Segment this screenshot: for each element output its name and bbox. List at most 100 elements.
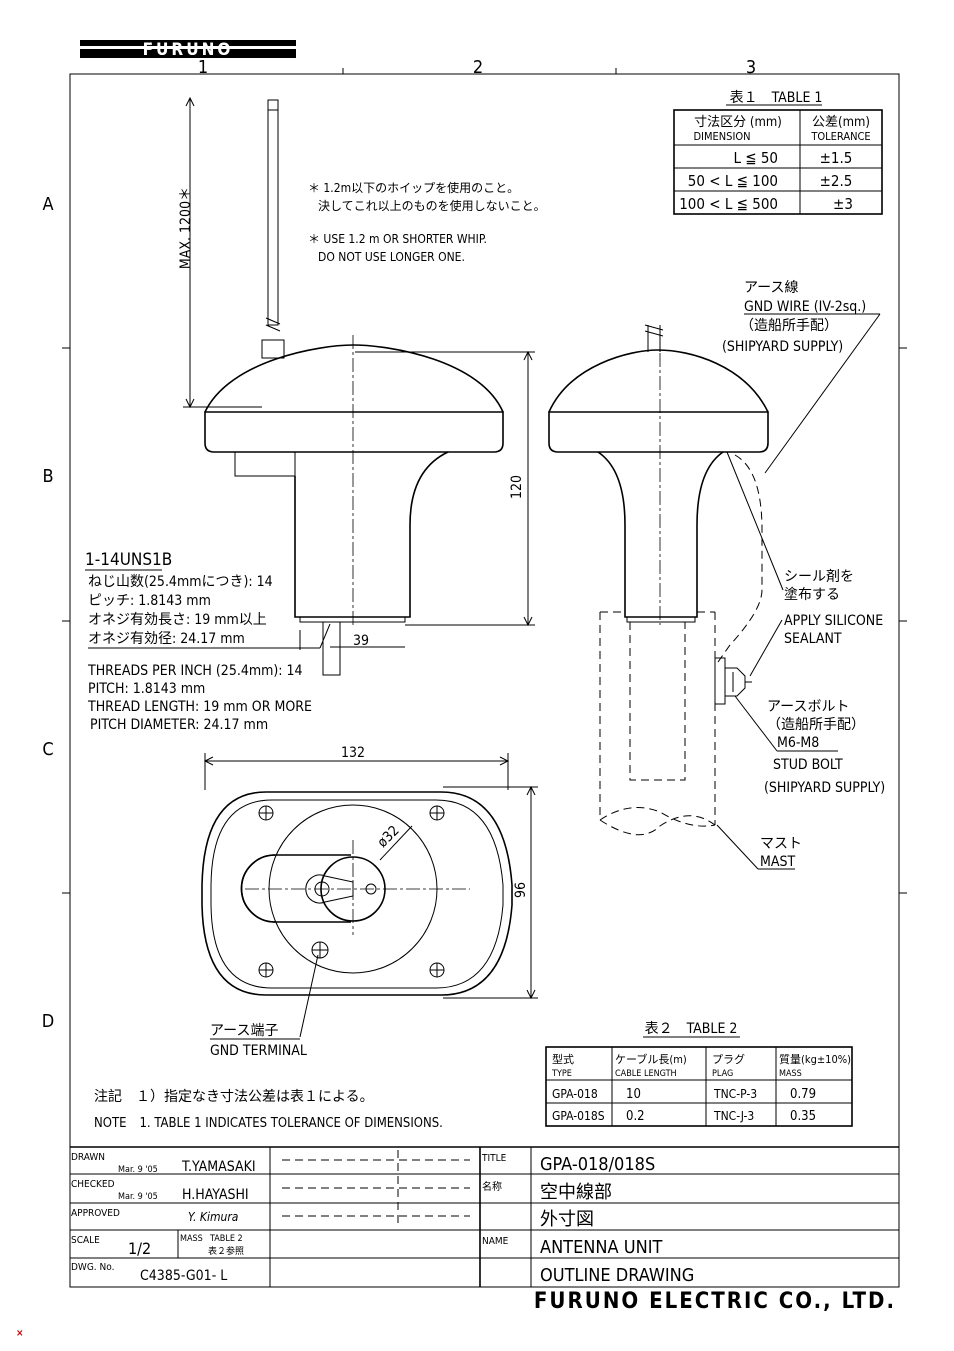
approved-label: APPROVED: [71, 1208, 120, 1219]
table-1-header-tolerance: TOLERANCE: [810, 130, 870, 143]
diameter-dim: ø32: [375, 823, 403, 851]
table-1-header-tolerance-jp: 公差(mm): [812, 115, 870, 130]
sealant-en-2: SEALANT: [784, 631, 842, 647]
mass-label: MASS: [180, 1234, 203, 1244]
drawn-by: T.YAMASAKI: [181, 1159, 256, 1175]
note-en: NOTE 1. TABLE 1 INDICATES TOLERANCE OF D…: [94, 1116, 443, 1131]
thread-jp-line: ねじ山数(25.4mmにつき): 14: [88, 574, 273, 590]
side-view-antenna: MAX. 1200＊ 120 39: [178, 96, 535, 676]
callouts: アース線 GND WIRE (IV-2sq.) （造船所手配） (SHIPYAR…: [716, 280, 885, 870]
gnd-terminal-jp: アース端子: [210, 1023, 278, 1039]
top-view-antenna: ø32 132 96 アース端子 GND TERMINAL: [201, 745, 538, 1059]
ground-bolt-supply-jp: （造船所手配）: [767, 717, 865, 733]
checked-label: CHECKED: [71, 1179, 115, 1190]
dwg-number: C4385-G01- L: [140, 1268, 227, 1284]
furuno-logo: FURUNO: [80, 40, 296, 60]
checked-date: Mar. 9 '05: [118, 1192, 158, 1202]
table-2-header-plug-jp: プラグ: [712, 1052, 745, 1066]
row-label-a: A: [42, 194, 53, 215]
mass-value: TABLE 2: [209, 1234, 243, 1244]
thread-en-line: PITCH: 1.8143 mm: [88, 681, 205, 697]
table-2-cell: 10: [626, 1087, 641, 1102]
table-2-cell: GPA-018: [552, 1087, 598, 1101]
mounted-view-antenna: [548, 324, 769, 836]
thread-en-line: THREADS PER INCH (25.4mm): 14: [87, 663, 303, 679]
max-height-dim: MAX. 1200＊: [178, 187, 194, 269]
sealant-jp-1: シール剤を: [784, 569, 854, 585]
title-value: GPA-018/018S: [540, 1154, 655, 1175]
row-label-b: B: [42, 466, 53, 487]
whip-note-en-line2: DO NOT USE LONGER ONE.: [318, 250, 465, 264]
table-2-header-cable-jp: ケーブル長(m): [615, 1052, 687, 1066]
logo-text: FURUNO: [143, 40, 234, 60]
table-1: 表１ TABLE 1 寸法区分 (mm) DIMENSION 公差(mm) TO…: [673, 90, 883, 215]
thread-spec-code: 1-14UNS1B: [85, 550, 172, 570]
drawing-frame: [69, 73, 900, 1288]
scale-label: SCALE: [71, 1235, 100, 1246]
sealant-en-1: APPLY SILICONE: [784, 613, 883, 629]
thread-jp-line: ピッチ: 1.8143 mm: [88, 593, 211, 609]
table-1-cell: ±3: [833, 195, 853, 213]
column-label-1: 1: [198, 57, 208, 78]
table-1-header-dimension: DIMENSION: [693, 130, 750, 143]
scale-value: 1/2: [128, 1239, 151, 1258]
gnd-wire-jp: アース線: [744, 280, 798, 296]
thread-jp-line: オネジ有効径: 24.17 mm: [88, 631, 245, 647]
mass-value-jp: 表２参照: [208, 1245, 244, 1257]
table-2-cell: 0.2: [626, 1109, 645, 1124]
width-dim: 132: [341, 745, 365, 761]
ground-bolt-supply: (SHIPYARD SUPPLY): [764, 780, 885, 796]
whip-note-jp-line1: ＊ 1.2m以下のホイップを使用のこと。: [308, 180, 519, 195]
drawn-date: Mar. 9 '05: [118, 1165, 158, 1175]
table-2-cell: TNC-P-3: [713, 1087, 757, 1101]
ground-bolt-size: M6-M8: [777, 735, 819, 751]
table-2-cell: 0.35: [790, 1109, 816, 1124]
table-2-cell: 0.79: [790, 1087, 816, 1102]
table-1-title: 表１ TABLE 1: [730, 90, 823, 106]
table-2: 表２ TABLE 2 型式 TYPE ケーブル長(m) CABLE LENGTH…: [545, 1021, 853, 1127]
table-1-cell: ±2.5: [820, 172, 853, 190]
table-2-header-plug: PLAG: [712, 1069, 733, 1079]
mast-label: MAST: [760, 854, 795, 870]
ground-bolt-jp: アースボルト: [767, 699, 849, 715]
thread-jp-line: オネジ有効長さ: 19 mm以上: [88, 612, 267, 628]
name-value-2: OUTLINE DRAWING: [540, 1265, 694, 1286]
whip-note: ＊ 1.2m以下のホイップを使用のこと。 決してこれ以上のものを使用しないこと。…: [308, 180, 546, 264]
name-jp: 空中線部: [540, 1182, 612, 1203]
table-1-header-dimension-jp: 寸法区分 (mm): [694, 115, 782, 130]
sealant-jp-2: 塗布する: [784, 586, 840, 603]
table-2-header-cable: CABLE LENGTH: [615, 1069, 677, 1079]
gnd-wire-supply-jp: （造船所手配）: [740, 318, 838, 334]
gnd-wire-supply: (SHIPYARD SUPPLY): [722, 339, 843, 355]
table-2-header-mass: MASS: [779, 1069, 802, 1079]
row-label-d: D: [42, 1011, 54, 1032]
thread-en-line: PITCH DIAMETER: 24.17 mm: [90, 717, 268, 733]
whip-note-en-line1: ＊ USE 1.2 m OR SHORTER WHIP.: [308, 232, 487, 246]
table-2-header-type: TYPE: [551, 1069, 572, 1079]
gnd-terminal-label: GND TERMINAL: [210, 1043, 307, 1059]
row-label-c: C: [42, 739, 53, 760]
name-label: NAME: [482, 1236, 509, 1247]
title-block: DRAWN Mar. 9 '05 T.YAMASAKI CHECKED Mar.…: [70, 1146, 899, 1287]
title-label: TITLE: [481, 1153, 507, 1164]
table-2-header-type-jp: 型式: [552, 1052, 574, 1066]
checked-by: H.HAYASHI: [182, 1187, 249, 1203]
approved-signature: Y. Kimura: [188, 1210, 238, 1224]
base-dim: 39: [353, 633, 369, 649]
name-jp-label: 名称: [482, 1180, 502, 1193]
table-1-cell: L ≦ 50: [733, 149, 778, 167]
ground-bolt-label: STUD BOLT: [773, 757, 843, 773]
dwg-label: DWG. No.: [71, 1262, 114, 1273]
thread-en-line: THREAD LENGTH: 19 mm OR MORE: [87, 699, 312, 715]
column-label-3: 3: [746, 57, 756, 78]
table-2-header-mass-jp: 質量(kg±10%): [779, 1052, 851, 1066]
note-jp: 注記 １）指定なき寸法公差は表１による。: [94, 1088, 374, 1105]
height-dim: 120: [509, 475, 525, 499]
mast-jp: マスト: [760, 836, 802, 852]
table-2-cell: TNC-J-3: [713, 1109, 754, 1123]
name-value: ANTENNA UNIT: [540, 1237, 662, 1258]
thread-spec: 1-14UNS1B ねじ山数(25.4mmにつき): 14 ピッチ: 1.814…: [85, 550, 331, 733]
gnd-wire-label: GND WIRE (IV-2sq.): [744, 299, 866, 315]
footer-mark: ×: [16, 1328, 24, 1339]
